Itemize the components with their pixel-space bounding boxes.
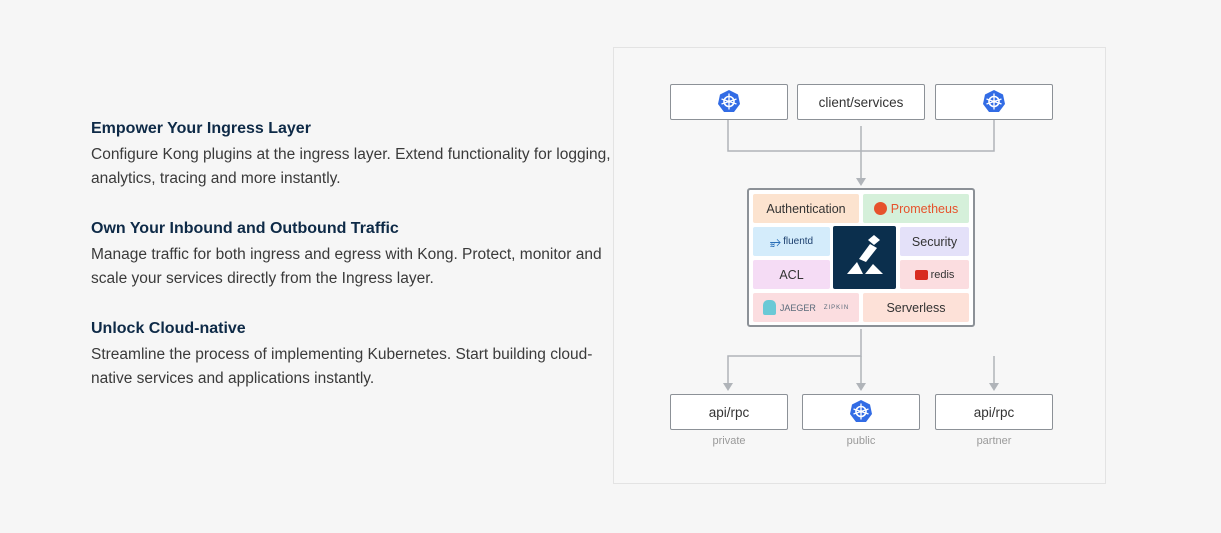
feature-ingress: Empower Your Ingress Layer Configure Kon… [91,119,611,191]
k8s-client-right [935,84,1053,120]
feature-cloud-native: Unlock Cloud-native Streamline the proce… [91,319,611,391]
api-rpc-private-box: api/rpc [670,394,788,430]
feature-traffic: Own Your Inbound and Outbound Traffic Ma… [91,219,611,291]
jaeger-icon [762,300,776,315]
plugin-serverless: Serverless [863,293,969,322]
plugin-security: Security [900,227,969,256]
feature-description: Configure Kong plugins at the ingress la… [91,146,611,187]
feature-title: Unlock Cloud-native [91,320,246,337]
api-rpc-label: api/rpc [708,404,750,420]
api-rpc-label: api/rpc [973,404,1015,420]
zipkin-label: ZIPKIN [823,304,850,311]
kubernetes-icon [982,89,1006,116]
plugin-label: Prometheus [890,201,959,216]
plugin-acl: ACL [753,260,830,289]
client-services-box: client/services [797,84,925,120]
kong-logo [833,226,896,289]
prometheus-icon [873,202,887,215]
kubernetes-icon [717,89,741,116]
plugin-label: fluentd [783,236,814,247]
plugin-label: Authentication [766,201,846,216]
k8s-public-box [802,394,920,430]
kong-gateway: Authentication Prometheus ⥵ fluentd Secu… [747,188,975,327]
feature-description: Streamline the process of implementing K… [91,346,593,387]
partner-label: partner [976,435,1012,447]
plugin-label: Security [911,234,958,249]
plugin-label: redis [930,268,955,281]
plugin-redis: redis [900,260,969,289]
plugin-fluentd: ⥵ fluentd [753,227,830,256]
plugin-prometheus: Prometheus [863,194,969,223]
k8s-client-left [670,84,788,120]
client-services-label: client/services [818,94,904,110]
plugin-jaeger-zipkin: JAEGER ZIPKIN [753,293,859,322]
kubernetes-icon [849,399,873,426]
private-label: private [712,435,746,447]
fluentd-icon: ⥵ [769,233,782,249]
public-label: public [846,435,876,447]
plugin-label: Serverless [886,300,946,315]
connector-lines [723,120,999,391]
plugin-label: JAEGER [779,302,816,313]
plugin-label: ACL [779,267,804,282]
feature-title: Empower Your Ingress Layer [91,120,311,137]
architecture-diagram: client/services Authentication Prometheu… [613,47,1106,484]
redis-icon [914,269,928,280]
feature-description: Manage traffic for both ingress and egre… [91,246,602,287]
api-rpc-partner-box: api/rpc [935,394,1053,430]
feature-list: Empower Your Ingress Layer Configure Kon… [91,119,611,419]
plugin-authentication: Authentication [753,194,859,223]
feature-title: Own Your Inbound and Outbound Traffic [91,220,399,237]
